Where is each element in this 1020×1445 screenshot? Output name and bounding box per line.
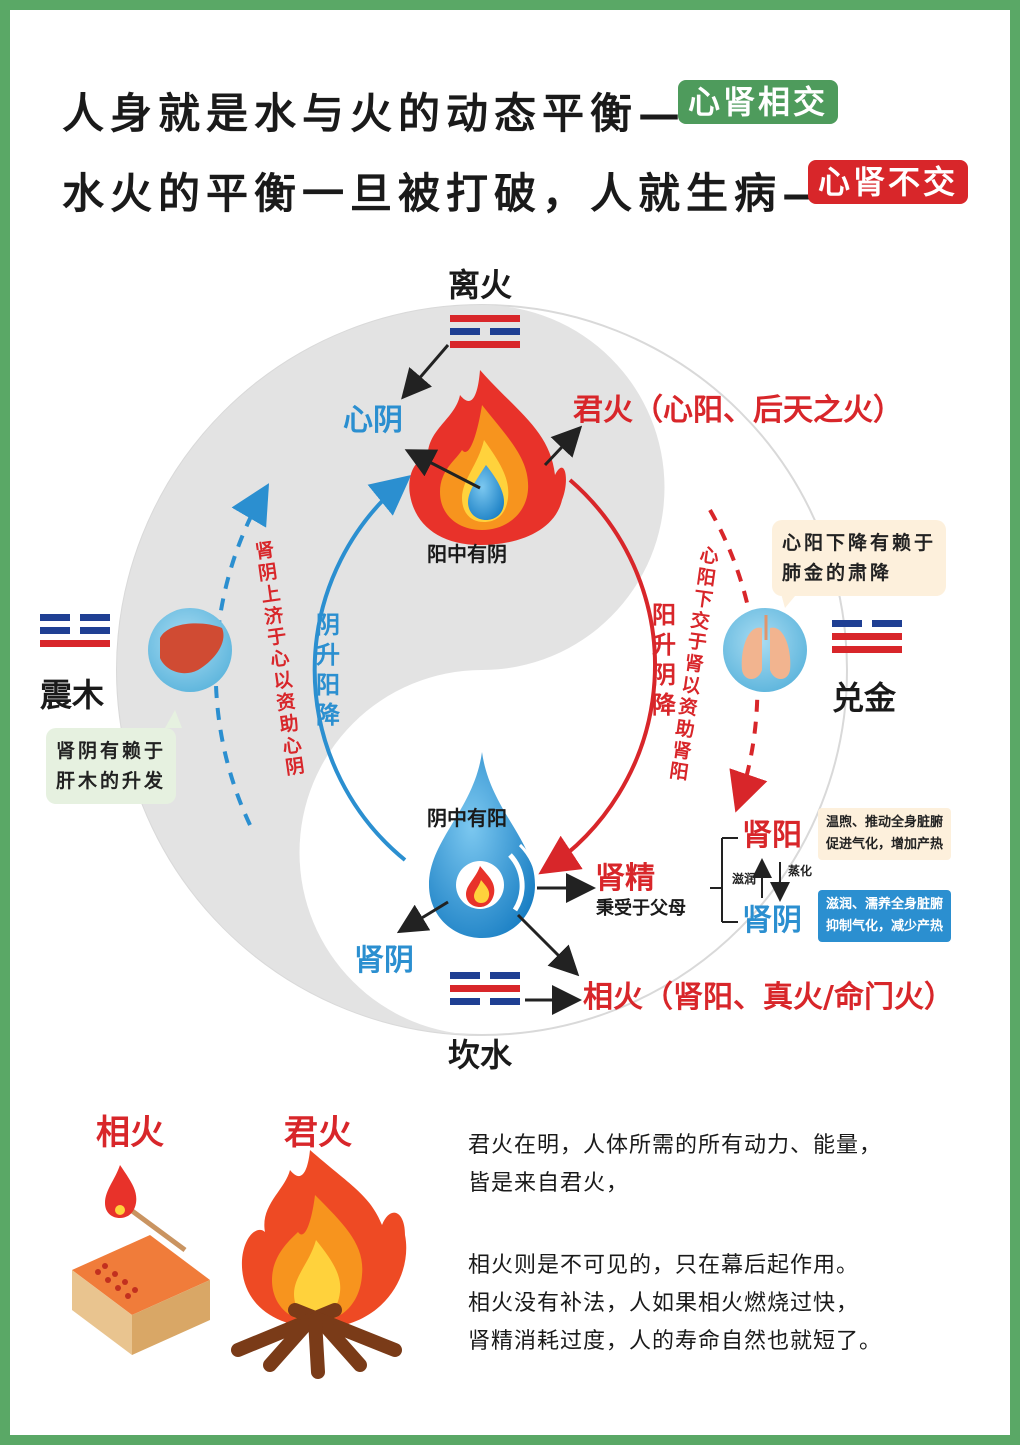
kidney-yin-info-line-1: 滋润、濡养全身脏腑	[826, 897, 944, 912]
zhen-wood-label: 震木	[40, 676, 105, 714]
heart-kidney-disharmony-tag: 心肾不交	[808, 160, 969, 204]
kidney-essence-label: 肾精	[595, 861, 655, 896]
lung-note-bubble: 心阳下降有赖于 肺金的肃降	[772, 520, 947, 596]
right-inner-vertical-text: 阳升阴降	[652, 601, 676, 719]
yang-descending-arc	[538, 478, 657, 875]
headline-line-1: 人身就是水与火的动态平衡—	[62, 89, 687, 138]
liver-note-line-2: 肝木的升发	[56, 770, 167, 792]
heart-yin-label: 心阴	[343, 403, 403, 438]
left-inner-vertical-text: 阴升阳降	[316, 611, 340, 729]
lungs-icon	[723, 608, 807, 692]
dui-trigram-icon	[832, 620, 902, 659]
sovereign-fire-title: 君火	[284, 1113, 352, 1153]
lung-note-line-1: 心阳下降有赖于	[782, 532, 937, 554]
poster: 人身就是水与火的动态平衡— 心肾相交 水火的平衡一旦被打破，人就生病— 心肾不交	[10, 10, 1010, 1435]
liver-rising-dashed-arrow	[213, 483, 270, 826]
paragraph-1-line-2: 皆是来自君火，	[468, 1171, 630, 1196]
yang-within-yin-label: 阳中有阴	[427, 542, 507, 566]
kan-trigram-icon	[450, 972, 520, 1011]
lung-note-line-2: 肺金的肃降	[782, 562, 893, 584]
yin-within-yang-label: 阴中有阳	[427, 806, 507, 830]
liver-note-bubble: 肾阴有赖于 肝木的升发	[46, 728, 177, 804]
heart-fire-icon	[409, 370, 566, 545]
kidney-yin-label: 肾阴	[742, 903, 802, 938]
paragraph-1-line-1: 君火在明，人体所需的所有动力、能量，	[468, 1133, 883, 1158]
kidney-yin-info-line-2: 抑制气化，减少产热	[826, 919, 944, 934]
liver-icon	[148, 608, 232, 692]
headline-line-2: 水火的平衡一旦被打破，人就生病—	[62, 169, 831, 218]
kidney-yang-info-line-1: 温煦、推动全身脏腑	[826, 815, 944, 830]
ministerial-fire-title: 相火	[96, 1113, 164, 1153]
liver-note-line-1: 肾阴有赖于	[56, 740, 167, 762]
steam-transform-label: 蒸化	[788, 864, 813, 878]
kidney-water-drop-icon	[429, 752, 540, 938]
matchbox-icon	[72, 1165, 210, 1355]
li-fire-label: 离火	[448, 266, 513, 304]
heart-kidney-interaction-tag: 心肾相交	[678, 80, 839, 124]
li-trigram-icon	[450, 315, 520, 354]
moisten-label: 滋润	[732, 872, 757, 886]
kidney-yin-bottom-label: 肾阴	[354, 943, 414, 978]
dui-metal-label: 兑金	[832, 679, 897, 717]
sovereign-fire-label: 君火（心阳、后天之火）	[573, 393, 903, 428]
kidney-yang-label: 肾阳	[742, 818, 802, 853]
kidney-yang-info-box: 温煦、推动全身脏腑 促进气化，增加产热	[818, 808, 952, 860]
zhen-trigram-icon	[40, 614, 110, 653]
paragraph-2-line-2: 相火没有补法，人如果相火燃烧过快，	[468, 1291, 860, 1316]
bonfire-icon	[231, 1150, 407, 1379]
yin-yang-diagram	[72, 304, 848, 1379]
kidney-yin-info-box: 滋润、濡养全身脏腑 抑制气化，减少产热	[818, 890, 952, 942]
inherited-from-parents-label: 秉受于父母	[596, 898, 686, 919]
paragraph-2-line-1: 相火则是不可见的，只在幕后起作用。	[468, 1253, 860, 1278]
kan-water-label: 坎水	[448, 1036, 513, 1074]
lung-descending-dashed-arrow	[708, 509, 768, 813]
ministerial-fire-label: 相火（肾阳、真火/命门火）	[583, 980, 954, 1015]
kidney-yang-info-line-2: 促进气化，增加产热	[826, 837, 944, 852]
paragraph-2-line-3: 肾精消耗过度，人的寿命自然也就短了。	[468, 1329, 883, 1354]
yin-rising-arc	[312, 474, 412, 862]
